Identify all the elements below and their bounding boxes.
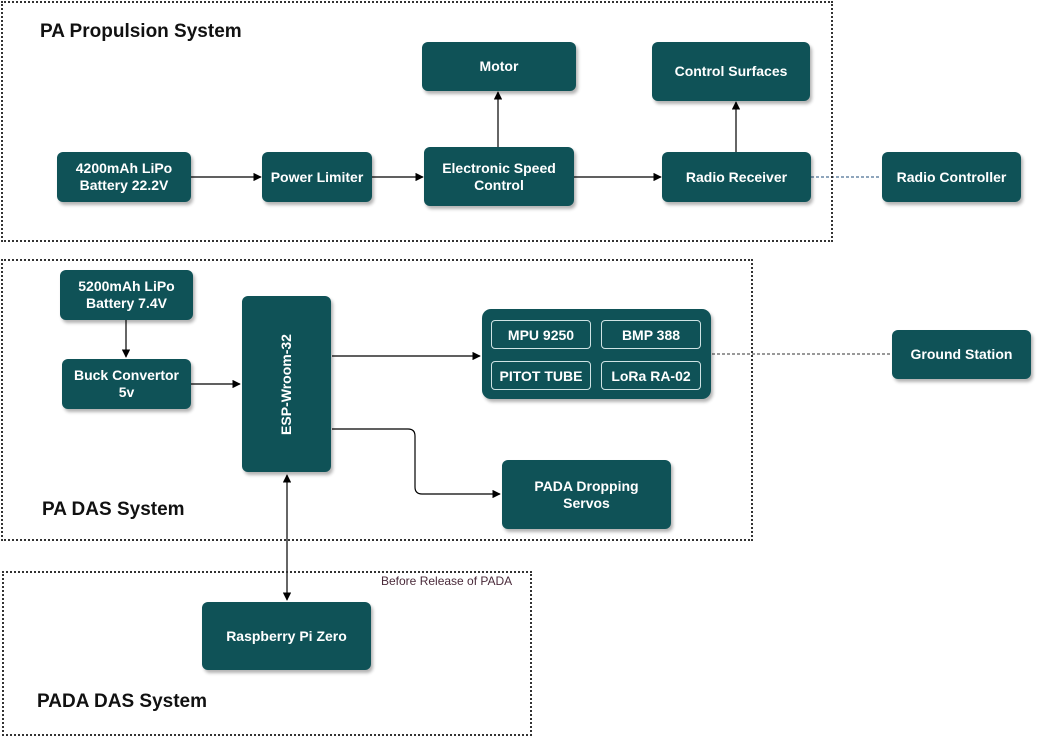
- block-ground-station-label: Ground Station: [910, 346, 1013, 362]
- group-propulsion-title: PA Propulsion System: [40, 21, 242, 42]
- block-buck-convertor[interactable]: Buck Convertor 5v: [62, 359, 191, 409]
- arrow-esp-to-pada-servos: [332, 428, 501, 499]
- chip-bmp[interactable]: BMP 388: [601, 320, 701, 349]
- block-esp[interactable]: ESP-Wroom-32: [242, 296, 331, 472]
- block-power-limiter-label: Power Limiter: [270, 168, 364, 185]
- block-control-surfaces-label: Control Surfaces: [674, 63, 788, 79]
- block-esp-label: ESP-Wroom-32: [278, 333, 294, 435]
- block-esc-label: Electronic Speed Control: [442, 159, 556, 193]
- group-pada: [2, 571, 532, 736]
- chip-lora[interactable]: LoRa RA-02: [601, 361, 701, 390]
- group-pada-title: PADA DAS System: [37, 691, 207, 712]
- block-radio-controller[interactable]: Radio Controller: [882, 152, 1021, 202]
- block-raspberry-pi[interactable]: Raspberry Pi Zero: [202, 602, 371, 670]
- chip-pitot[interactable]: PITOT TUBE: [491, 361, 591, 390]
- block-motor-label: Motor: [479, 58, 519, 74]
- block-control-surfaces[interactable]: Control Surfaces: [652, 42, 810, 101]
- block-battery-das[interactable]: 5200mAh LiPo Battery 7.4V: [60, 270, 193, 320]
- group-das: [1, 259, 753, 541]
- block-pada-servos[interactable]: PADA Dropping Servos: [502, 460, 671, 529]
- pada-note: Before Release of PADA: [381, 574, 513, 588]
- block-pada-servos-label: PADA Dropping Servos: [534, 477, 639, 511]
- sensor-group[interactable]: [482, 309, 711, 399]
- block-buck-convertor-label: Buck Convertor 5v: [73, 367, 180, 400]
- block-raspberry-pi-label: Raspberry Pi Zero: [226, 627, 347, 644]
- group-das-title: PA DAS System: [42, 499, 185, 520]
- block-power-limiter[interactable]: Power Limiter: [262, 152, 372, 202]
- block-motor[interactable]: Motor: [422, 42, 576, 91]
- block-radio-receiver[interactable]: Radio Receiver: [662, 152, 811, 202]
- chip-mpu[interactable]: MPU 9250: [491, 320, 591, 349]
- block-battery-das-label: 5200mAh LiPo Battery 7.4V: [78, 278, 175, 311]
- block-radio-controller-label: Radio Controller: [896, 168, 1007, 185]
- block-ground-station[interactable]: Ground Station: [892, 330, 1031, 379]
- block-battery-main-label: 4200mAh LiPo Battery 22.2V: [75, 160, 173, 193]
- block-battery-main[interactable]: 4200mAh LiPo Battery 22.2V: [57, 152, 191, 202]
- group-propulsion: [1, 1, 833, 242]
- block-radio-receiver-label: Radio Receiver: [685, 168, 788, 185]
- block-esc[interactable]: Electronic Speed Control: [424, 147, 574, 206]
